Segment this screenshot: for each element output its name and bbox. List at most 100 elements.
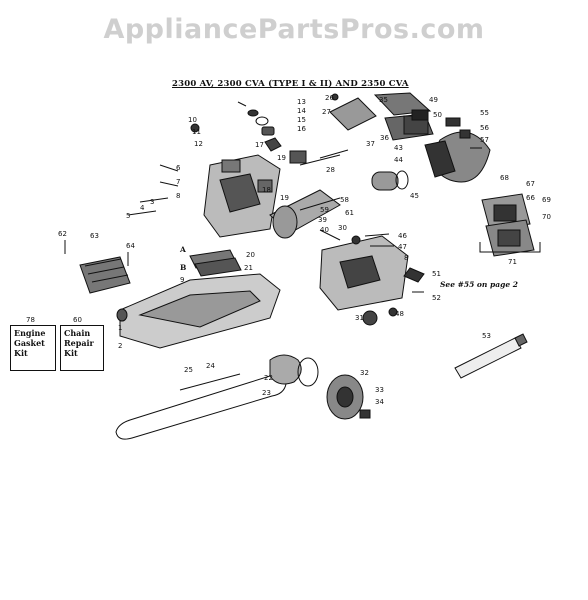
tube-53	[454, 337, 522, 379]
num-31: 31	[355, 314, 364, 322]
num-50: 50	[433, 111, 442, 119]
num-51: 51	[432, 270, 441, 278]
num-64: 64	[126, 242, 135, 250]
diagram-title: 2300 AV, 2300 CVA (TYPE I & II) AND 2350…	[172, 79, 409, 89]
crankcase-right-detail	[339, 255, 381, 289]
part-31	[362, 310, 378, 326]
num-36: 36	[380, 134, 389, 142]
screw-26	[331, 93, 339, 101]
kit-number-60: 60	[73, 316, 82, 324]
num-39: 39	[318, 216, 327, 224]
num-8b: 8	[404, 254, 408, 262]
num-46: 46	[398, 232, 407, 240]
part-B	[194, 257, 242, 277]
num-1: 1	[118, 324, 122, 332]
housing-detail	[138, 290, 261, 328]
num-66: 66	[526, 194, 535, 202]
part-16	[261, 126, 275, 136]
num-15: 15	[297, 116, 306, 124]
num-53: 53	[482, 332, 491, 340]
num-4: 4	[140, 204, 145, 212]
screw-13	[237, 101, 247, 107]
num-22: 22	[264, 374, 273, 382]
num-44: 44	[394, 156, 403, 164]
num-24: 24	[206, 362, 215, 370]
num-32: 32	[360, 369, 369, 377]
num-2: 2	[118, 342, 122, 350]
num-49: 49	[429, 96, 438, 104]
part-28	[289, 150, 307, 164]
num-63: 63	[90, 232, 99, 240]
num-67: 67	[526, 180, 535, 188]
num-28: 28	[326, 166, 335, 174]
cylinder-fins	[424, 140, 456, 178]
tube-cap	[514, 333, 528, 347]
chain-repair-kit-label: Chain Repair Kit	[64, 328, 94, 358]
washer-15	[255, 116, 269, 126]
ring-62	[395, 170, 409, 190]
part-18	[257, 179, 273, 193]
num-59: 59	[320, 206, 329, 214]
flywheel-20	[272, 205, 298, 239]
rods-58-30	[299, 197, 341, 241]
num-71: 71	[508, 258, 517, 266]
num-18: 18	[262, 186, 271, 194]
part-11	[221, 159, 241, 173]
part-17	[264, 137, 282, 152]
num-58: 58	[340, 196, 349, 204]
num-6: 6	[176, 164, 181, 172]
part-50	[411, 109, 429, 121]
washer-14	[247, 109, 259, 117]
num-43: 43	[394, 144, 403, 152]
guard-63-slats	[84, 258, 129, 283]
num-10: 10	[188, 116, 197, 124]
num-23: 23	[262, 389, 271, 397]
filter-70	[497, 229, 521, 247]
screws-62-64	[64, 240, 129, 266]
screws-5-7	[127, 164, 179, 216]
num-37: 37	[366, 140, 375, 148]
num-19: 19	[277, 154, 286, 162]
engine-gasket-kit-box: Engine Gasket Kit	[10, 325, 56, 371]
num-12: 12	[194, 140, 203, 148]
piston-61	[371, 171, 399, 191]
filter-68	[493, 204, 517, 222]
part-51	[403, 267, 425, 283]
part-55	[445, 117, 461, 127]
num-3: 3	[150, 198, 154, 206]
part-48	[388, 307, 398, 317]
num-52: 52	[432, 294, 441, 302]
part-56	[459, 129, 471, 139]
part-15	[351, 235, 361, 245]
num-20: 20	[246, 251, 255, 259]
chain-repair-kit-box: Chain Repair Kit	[60, 325, 104, 371]
num-70: 70	[542, 213, 551, 221]
num-61: 61	[345, 209, 354, 217]
num-68: 68	[500, 174, 509, 182]
num-55: 55	[480, 109, 489, 117]
chain-25	[179, 373, 241, 391]
num-27: 27	[322, 108, 331, 116]
num-9: 9	[180, 276, 184, 284]
num-7: 7	[176, 178, 180, 186]
num-19b: 19	[280, 194, 289, 202]
num-14: 14	[297, 107, 306, 115]
part-1	[116, 308, 128, 322]
num-17: 17	[255, 141, 264, 149]
part-22	[269, 354, 302, 385]
bracket-71	[479, 242, 541, 253]
engine-gasket-kit-label: Engine Gasket Kit	[14, 328, 46, 358]
screw-10	[190, 123, 200, 133]
clutch-center	[336, 386, 354, 408]
guard-63	[79, 256, 131, 294]
num-48: 48	[395, 310, 404, 318]
num-45: 45	[410, 192, 419, 200]
label-A: A	[179, 245, 186, 254]
num-11: 11	[192, 128, 201, 136]
watermark: AppliancePartsPros.com	[103, 14, 485, 45]
num-13: 13	[297, 98, 306, 106]
num-40: 40	[320, 226, 329, 234]
num-30: 30	[338, 224, 347, 232]
num-25: 25	[184, 366, 193, 374]
